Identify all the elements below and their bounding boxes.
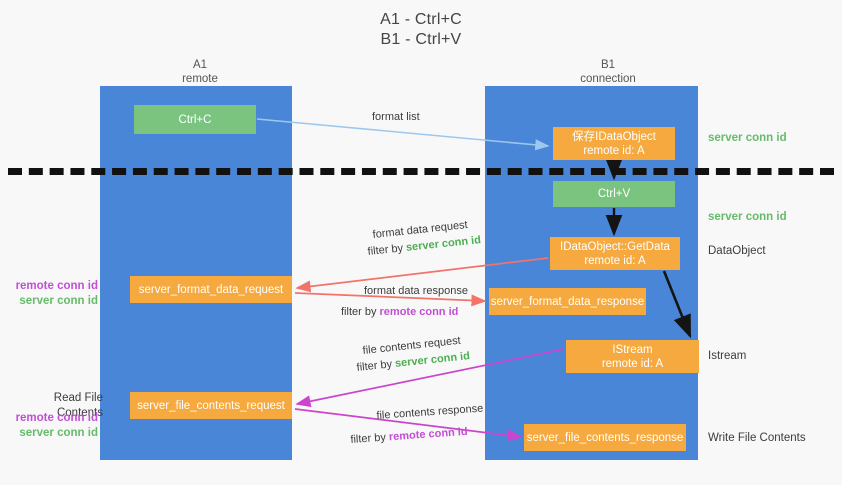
annotation-server-conn-id-2: server conn id xyxy=(19,427,98,439)
edge-filter-format-data-response: filter by remote conn id xyxy=(341,305,458,320)
column-right-role: connection xyxy=(580,73,636,85)
node-ctrl-c-label: Ctrl+C xyxy=(178,113,212,126)
title-line-1: A1 - Ctrl+C xyxy=(380,11,462,28)
node-store-idataobject-label: 保存IDataObject xyxy=(572,130,656,143)
annotation-left-conn-ids-1: remote conn id server conn id xyxy=(8,279,98,309)
node-store-idataobject-remote-id: remote id: A xyxy=(583,144,645,157)
edge-label-format-list: format list xyxy=(372,110,420,125)
node-getdata-remote-id: remote id: A xyxy=(584,254,646,267)
edge-filter-format-data-response-value: remote conn id xyxy=(379,306,459,318)
node-server-format-data-response[interactable]: server_format_data_response xyxy=(489,288,646,315)
edge-filter-file-contents-response-value: remote conn id xyxy=(388,425,468,444)
edge-label-format-data-response: format data response xyxy=(364,284,468,299)
node-ctrl-v-label: Ctrl+V xyxy=(597,188,631,200)
annotation-write-file-contents: Write File Contents xyxy=(708,432,806,444)
column-right-name: B1 xyxy=(600,59,616,71)
column-left-name: A1 xyxy=(192,59,208,71)
annotation-read-file-contents: Read File Contents xyxy=(53,392,103,419)
phase-divider xyxy=(8,168,834,175)
page-title: A1 - Ctrl+C B1 - Ctrl+V xyxy=(0,10,842,50)
edge-label-format-data-response-text: format data response xyxy=(364,285,468,297)
node-server-format-data-request[interactable]: server_format_data_request xyxy=(130,276,292,303)
annotation-dataobject: DataObject xyxy=(708,245,766,257)
edge-filter-format-data-request-prefix: filter by xyxy=(367,241,407,258)
node-istream[interactable]: IStream remote id: A xyxy=(566,340,699,373)
node-store-idataobject[interactable]: 保存IDataObject remote id: A xyxy=(553,127,675,160)
column-left-role: remote xyxy=(182,73,218,85)
edge-filter-file-contents-response: filter by remote conn id xyxy=(350,425,468,448)
node-istream-remote-id: remote id: A xyxy=(601,357,664,370)
node-server-format-data-response-label: server_format_data_response xyxy=(490,295,645,308)
node-server-file-contents-response[interactable]: server_file_contents_response xyxy=(524,424,686,451)
edge-filter-format-data-response-prefix: filter by xyxy=(341,306,380,318)
title-line-2: B1 - Ctrl+V xyxy=(380,31,462,48)
node-ctrl-v[interactable]: Ctrl+V xyxy=(553,181,675,207)
annotation-server-conn-id-1: server conn id xyxy=(19,295,98,307)
edge-label-format-list-text: format list xyxy=(372,111,420,123)
annotation-remote-conn-id-1: remote conn id xyxy=(15,280,98,292)
column-header-left: A1 remote xyxy=(140,58,260,86)
annotation-remote-conn-id-2: remote conn id xyxy=(15,412,98,424)
node-server-file-contents-request-label: server_file_contents_request xyxy=(137,399,285,412)
edge-filter-file-contents-request-prefix: filter by xyxy=(356,357,396,374)
node-server-file-contents-response-label: server_file_contents_response xyxy=(526,431,684,444)
node-getdata-label: IDataObject::GetData xyxy=(560,240,670,253)
node-ctrl-c[interactable]: Ctrl+C xyxy=(134,105,256,134)
annotation-server-conn-id-mid: server conn id xyxy=(708,211,787,223)
edge-filter-file-contents-response-prefix: filter by xyxy=(350,431,390,446)
annotation-istream: Istream xyxy=(708,350,747,362)
node-istream-label: IStream xyxy=(612,343,653,356)
edge-label-file-contents-response: file contents response xyxy=(376,402,484,424)
node-server-format-data-request-label: server_format_data_request xyxy=(138,283,284,296)
annotation-left-conn-ids-2: remote conn id server conn id xyxy=(8,411,98,441)
node-getdata[interactable]: IDataObject::GetData remote id: A xyxy=(550,237,680,270)
column-header-right: B1 connection xyxy=(528,58,688,86)
edge-label-file-contents-response-text: file contents response xyxy=(376,402,484,422)
annotation-server-conn-id-top: server conn id xyxy=(708,132,787,144)
node-server-file-contents-request[interactable]: server_file_contents_request xyxy=(130,392,292,419)
